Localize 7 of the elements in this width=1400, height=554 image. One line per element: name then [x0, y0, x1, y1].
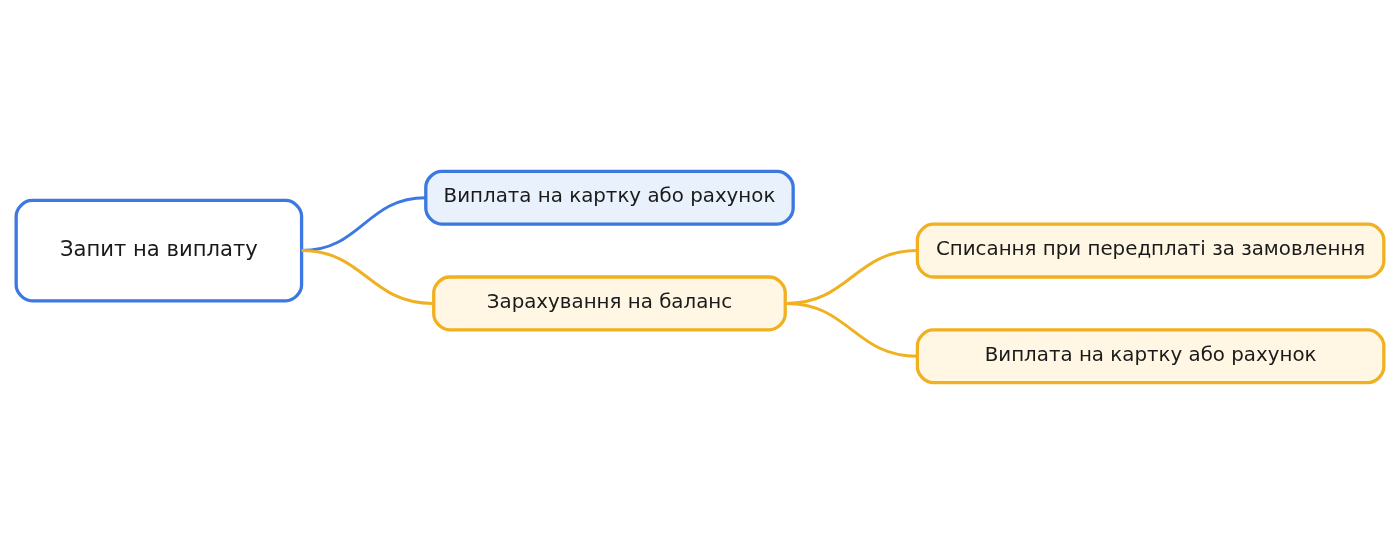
node-box: Зарахування на баланс [432, 275, 787, 332]
connector [301, 249, 433, 305]
connector [786, 301, 918, 358]
node-box: Запит на виплату [14, 198, 304, 303]
node-box: Виплата на картку або рахунок [915, 328, 1386, 385]
node-box: Виплата на картку або рахунок [424, 169, 795, 226]
node-box: Списання при передплаті за замовлення [915, 222, 1386, 279]
